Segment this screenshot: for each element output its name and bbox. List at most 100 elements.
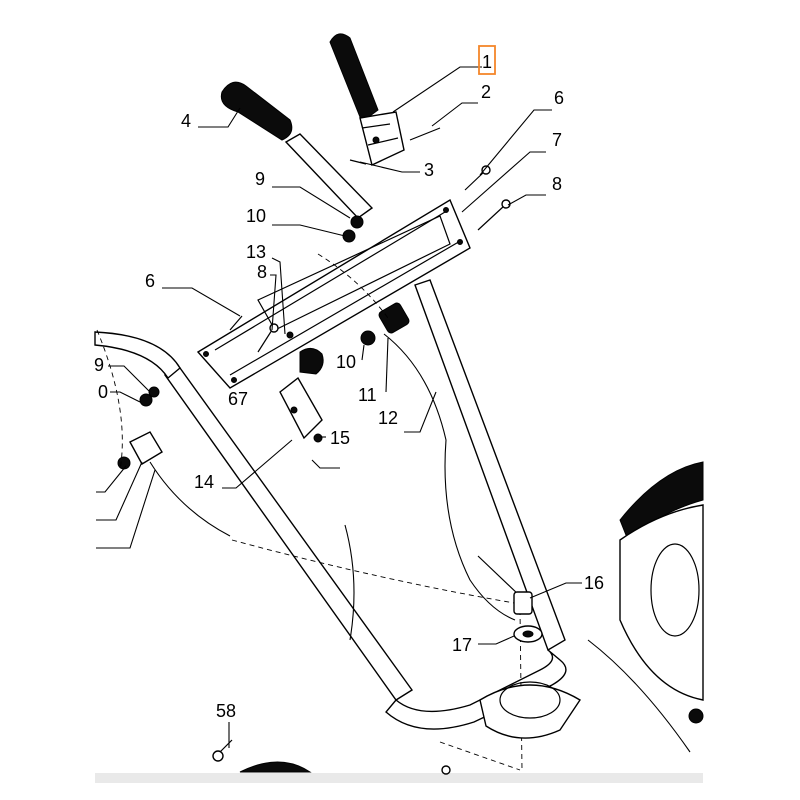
cable-12 [383, 333, 516, 621]
center-cable [344, 524, 355, 641]
leader-11 [385, 337, 389, 393]
panel-hole [203, 351, 209, 357]
leader-10-top [272, 224, 346, 237]
callout-2[interactable]: 2 [481, 82, 491, 102]
nut-icon [350, 215, 364, 229]
dash-line [96, 329, 123, 471]
lower-wheel-edge [239, 761, 312, 773]
bottom-strip [95, 773, 703, 783]
switch-11 [378, 302, 410, 334]
callout-67[interactable]: 67 [228, 389, 248, 409]
nut-icon [139, 393, 153, 407]
dash-line [439, 741, 521, 771]
upper-tube-left [284, 133, 374, 219]
left-side-tube [94, 331, 181, 380]
leader-4 [198, 107, 241, 128]
wheel [650, 543, 700, 637]
bracket-hole [372, 136, 380, 144]
lever-hole [290, 406, 298, 414]
leader-12 [404, 391, 437, 433]
upper-grip [329, 33, 379, 123]
leader-9-top [272, 186, 351, 219]
callout-7[interactable]: 7 [552, 130, 562, 150]
bolt-6-top [464, 171, 485, 191]
panel-window [257, 215, 451, 331]
nut-icon [117, 456, 131, 470]
handle-frame [94, 133, 567, 730]
bolt-8-left [257, 329, 273, 353]
callout-8-top[interactable]: 8 [552, 174, 562, 194]
leader-9-left [108, 365, 151, 393]
leader-16 [529, 582, 582, 599]
leader-0-left [110, 391, 141, 403]
callout-15[interactable]: 15 [330, 428, 350, 448]
leader-8-top [507, 194, 546, 206]
callout-17[interactable]: 17 [452, 635, 472, 655]
control-panel [196, 198, 471, 389]
callout-3[interactable]: 3 [424, 160, 434, 180]
bushing-16 [513, 591, 533, 615]
leader-left-c [96, 469, 156, 549]
leader-8-left [270, 274, 277, 331]
deck-body [619, 504, 704, 701]
bolt-8-left-head [269, 323, 279, 333]
leader-14 [222, 439, 293, 489]
nut-15 [313, 433, 323, 443]
bolt-8-top [477, 205, 505, 231]
callout-10-mid[interactable]: 10 [336, 352, 356, 372]
nut-icon [360, 330, 376, 346]
leader-7 [461, 151, 546, 213]
dash-line [231, 539, 521, 605]
callout-11[interactable]: 11 [358, 385, 377, 405]
callout-10-top[interactable]: 10 [246, 206, 266, 226]
leader-left-b [96, 461, 143, 521]
bracket-body [359, 111, 405, 166]
panel-hole [231, 377, 237, 383]
bolt-6-head [481, 165, 491, 175]
screw-13 [286, 331, 294, 339]
callout-16[interactable]: 16 [584, 573, 604, 593]
callout-0-left[interactable]: 0 [98, 382, 108, 402]
lower-nut [441, 765, 451, 775]
leader-lever [311, 459, 340, 469]
deck-bolt [688, 708, 704, 724]
lever-bracket [359, 111, 405, 166]
leader-1 [392, 66, 482, 113]
left-bracket [129, 431, 163, 465]
bolt-58-head [212, 750, 224, 762]
callout-9-top[interactable]: 9 [255, 169, 265, 189]
deck-housing [619, 461, 704, 724]
bracket-detail [361, 123, 399, 146]
callout-9-left[interactable]: 9 [94, 355, 104, 375]
leader-17 [478, 635, 515, 645]
panel-edge [214, 211, 463, 376]
leader-left-a [96, 465, 127, 493]
bolt-6-left [229, 315, 243, 331]
callout-58[interactable]: 58 [216, 701, 236, 721]
washer-hole [522, 630, 534, 638]
leader-6-left [162, 287, 241, 317]
pivot-rod [477, 555, 521, 597]
nut-icon [148, 386, 160, 398]
callout-6-top[interactable]: 6 [554, 88, 564, 108]
left-grip [220, 81, 293, 141]
callout-8-left[interactable]: 8 [257, 262, 267, 282]
leader-3 [359, 161, 420, 173]
callout-14[interactable]: 14 [194, 472, 214, 492]
callout-13[interactable]: 13 [246, 242, 266, 262]
callout-1[interactable]: 1 [482, 52, 492, 72]
callout-6-left[interactable]: 6 [145, 271, 155, 291]
callout-4[interactable]: 4 [181, 111, 191, 131]
right-cable [587, 639, 691, 753]
lever-plate [279, 376, 323, 440]
bolt-2 [409, 127, 441, 141]
cables [149, 333, 691, 753]
panel-hole [457, 239, 463, 245]
callout-12[interactable]: 12 [378, 408, 398, 428]
right-tube [414, 279, 566, 652]
panel-hole [443, 207, 449, 213]
lever-knob [299, 348, 324, 375]
leader-13 [271, 257, 286, 335]
